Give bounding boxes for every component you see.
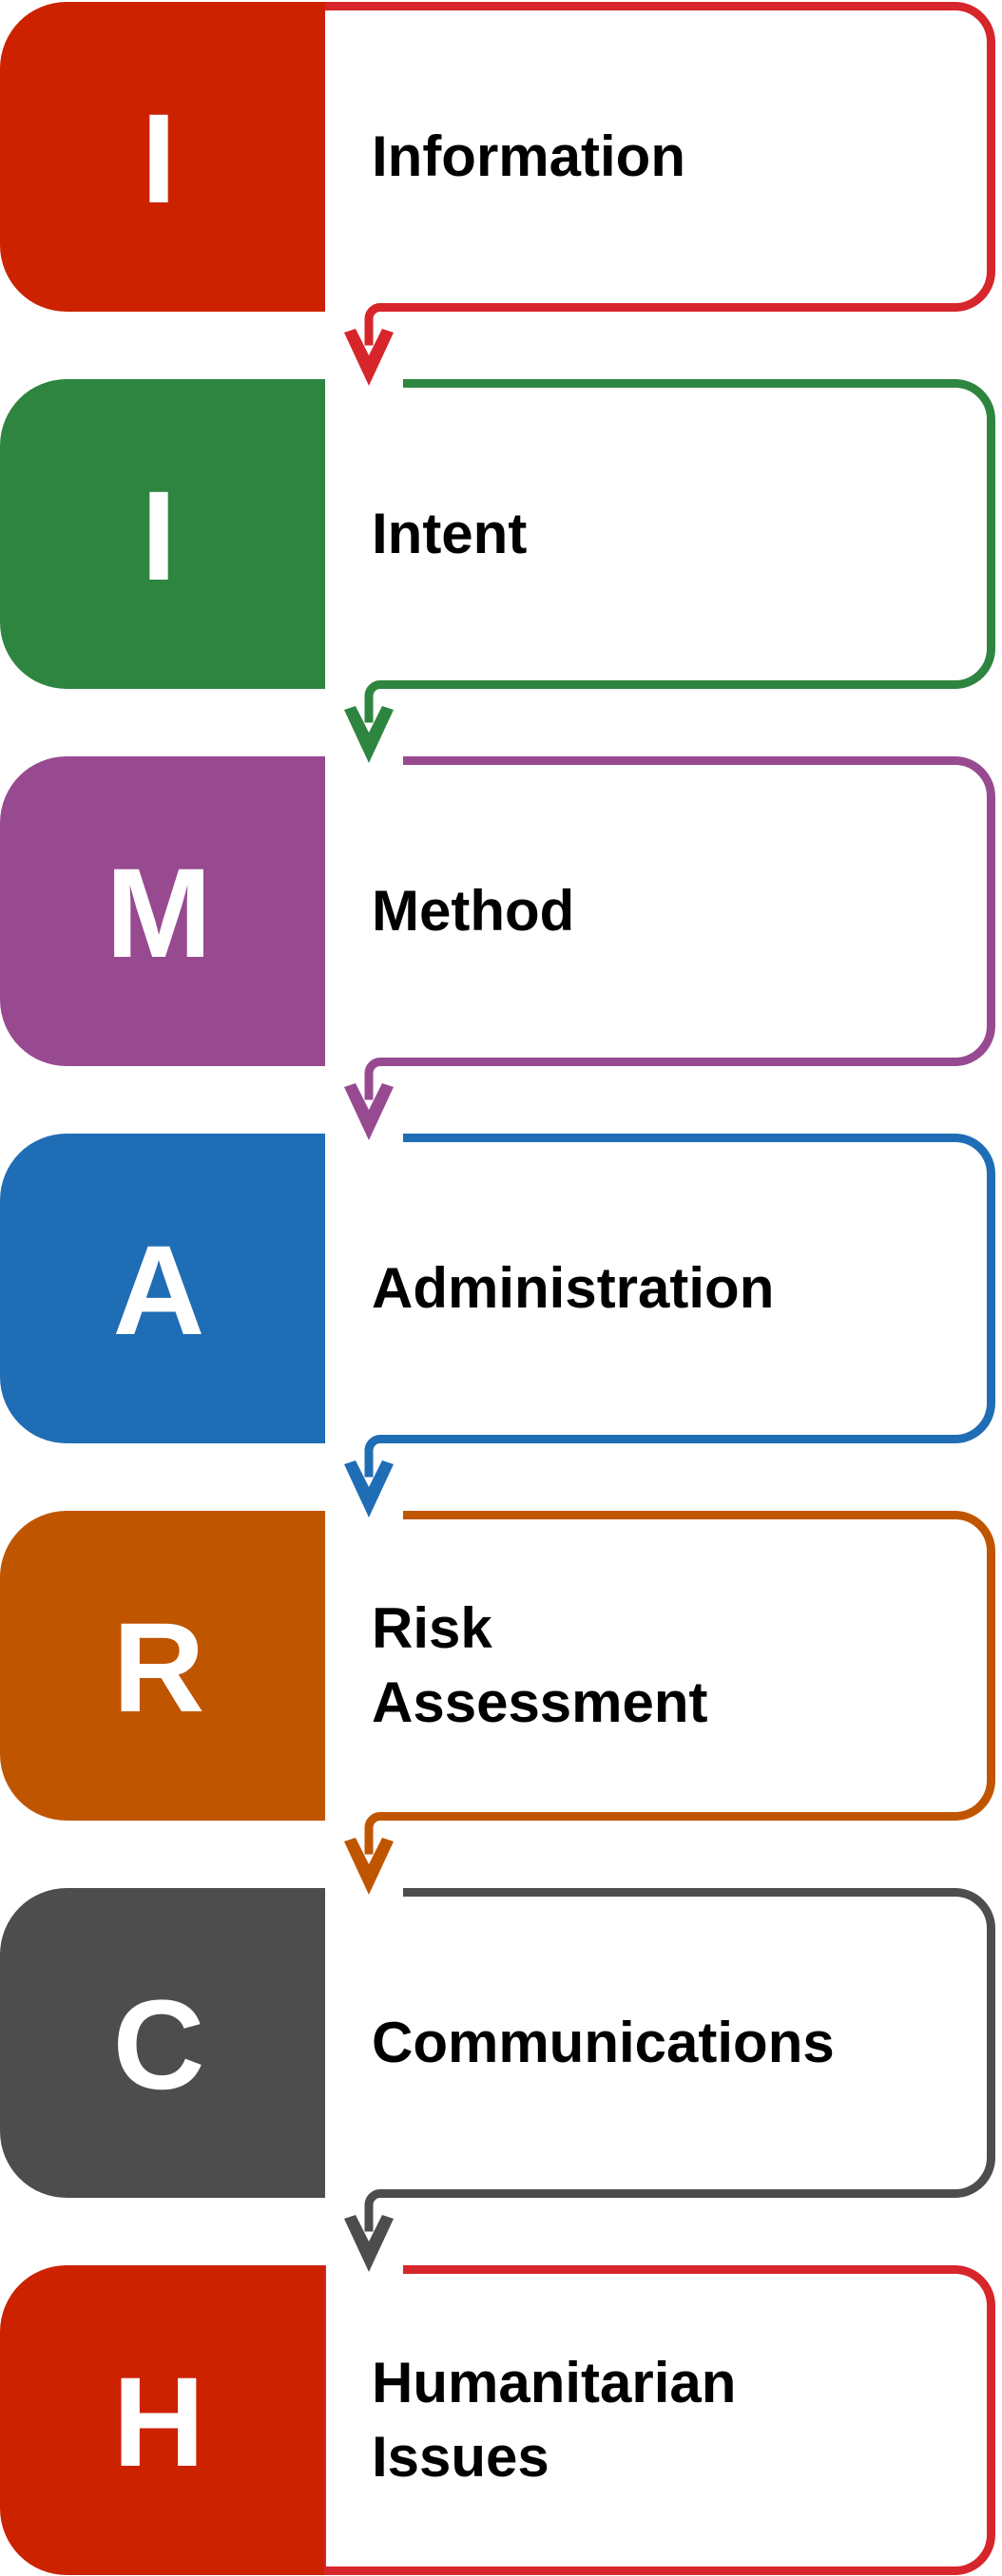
down-arrow-icon bbox=[344, 329, 394, 386]
step-label-line: Administration bbox=[372, 1256, 774, 1320]
down-arrow-icon bbox=[344, 706, 394, 763]
step-letter: H bbox=[113, 2352, 205, 2493]
outline-connector bbox=[364, 756, 995, 1100]
step-label-line: Assessment bbox=[372, 1670, 708, 1734]
step-label-line: Method bbox=[372, 879, 574, 943]
step-letter: A bbox=[113, 1220, 205, 1362]
step-letter: I bbox=[141, 466, 176, 607]
step-letter: R bbox=[113, 1597, 205, 1739]
down-arrow-icon bbox=[344, 2215, 394, 2272]
letter-block bbox=[0, 1888, 325, 2198]
step-label-line: Information bbox=[372, 124, 685, 188]
outline-connector bbox=[325, 2265, 995, 2575]
letter-block bbox=[0, 2265, 325, 2575]
down-arrow-icon bbox=[344, 1838, 394, 1895]
letter-block bbox=[0, 1511, 325, 1821]
outline-connector bbox=[364, 379, 995, 723]
step-label-line: Communications bbox=[372, 2011, 835, 2074]
step-6: C Communications bbox=[0, 1888, 995, 2272]
step-letter: M bbox=[106, 843, 212, 984]
step-1: I Information bbox=[0, 2, 995, 386]
step-label-line: Issues bbox=[372, 2425, 549, 2489]
letter-block bbox=[0, 756, 325, 1066]
step-label-line: Risk bbox=[372, 1596, 492, 1660]
down-arrow-icon bbox=[344, 1460, 394, 1517]
step-3: M Method bbox=[0, 756, 995, 1140]
outline-connector bbox=[364, 1888, 995, 2232]
step-label-line: Intent bbox=[372, 502, 527, 565]
letter-block bbox=[0, 1134, 325, 1443]
outline-connector bbox=[364, 1134, 995, 1478]
step-letter: C bbox=[113, 1975, 205, 2116]
step-label-line: Humanitarian bbox=[372, 2351, 736, 2414]
step-letter: I bbox=[141, 88, 176, 230]
letter-block bbox=[0, 2, 325, 312]
letter-block bbox=[0, 379, 325, 689]
step-4: A Administration bbox=[0, 1134, 995, 1517]
outline-connector bbox=[325, 2, 995, 346]
step-2: I Intent bbox=[0, 379, 995, 763]
down-arrow-icon bbox=[344, 1083, 394, 1140]
outline-connector bbox=[364, 1511, 995, 1855]
